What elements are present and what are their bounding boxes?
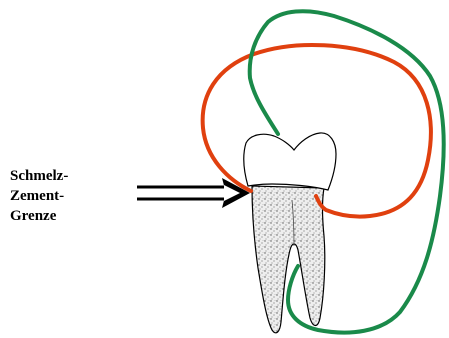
junction-arrow (137, 178, 250, 208)
tooth-crown (244, 133, 336, 190)
